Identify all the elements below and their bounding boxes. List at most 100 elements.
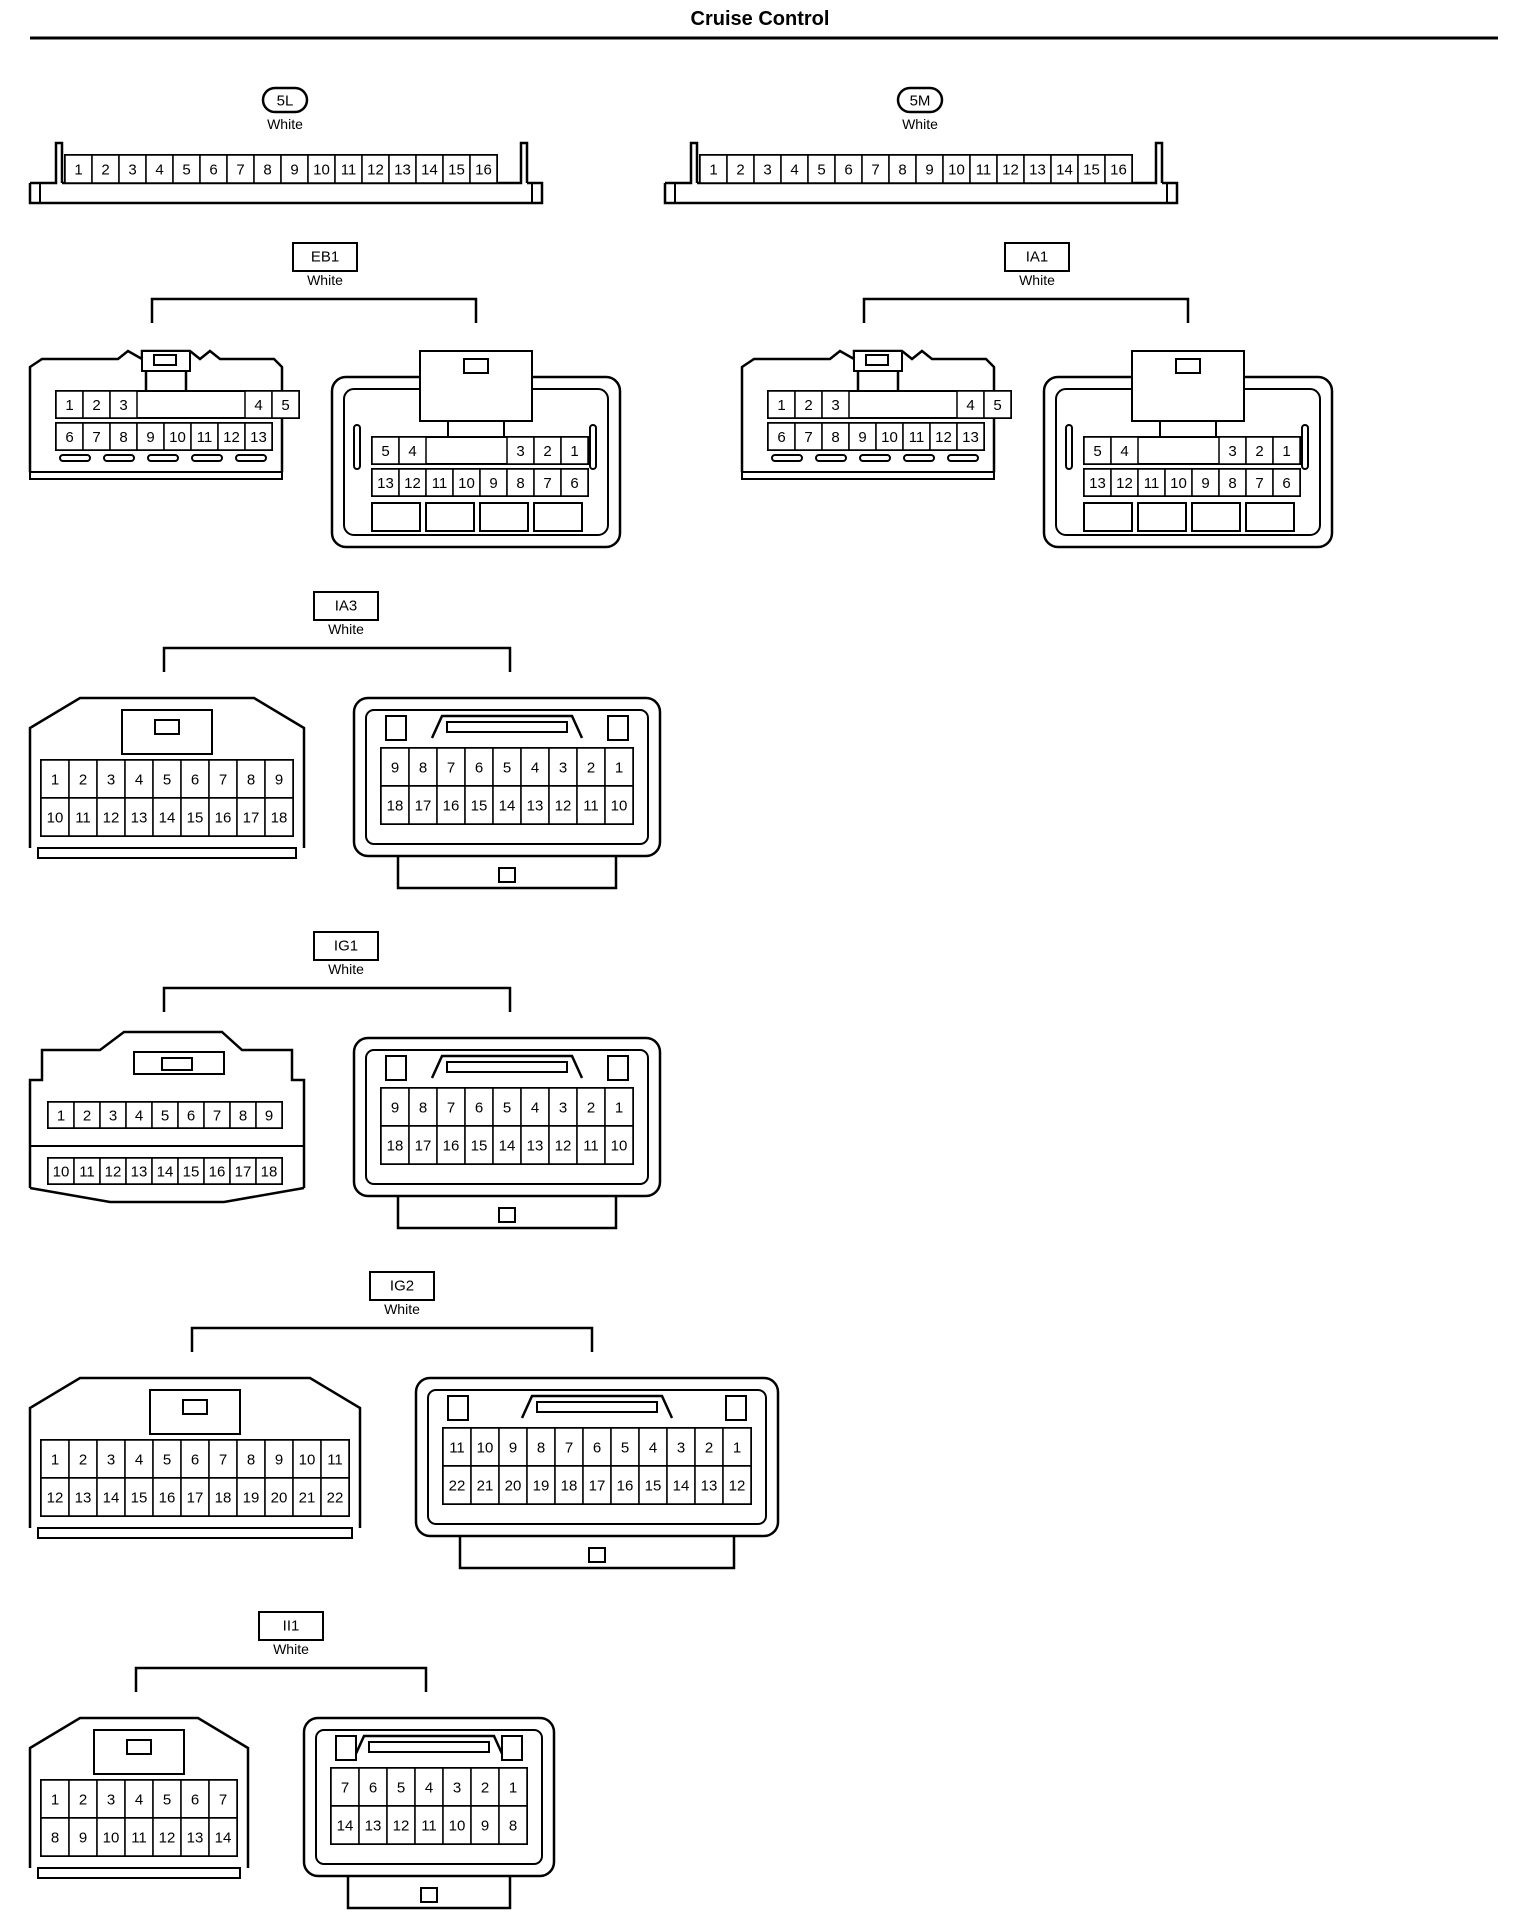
pin-cell — [125, 1101, 153, 1129]
pin-cell — [604, 1125, 634, 1165]
pin-cell — [1083, 436, 1112, 465]
connector-id: EB1 — [311, 249, 339, 266]
pin-number: 10 — [611, 1138, 628, 1155]
connector-color: White — [328, 621, 364, 637]
pin-number: 13 — [377, 475, 394, 492]
pin-cell — [442, 1427, 472, 1467]
view-bracket — [190, 1326, 594, 1352]
plug-foot — [29, 1186, 305, 1204]
pin-number: 3 — [109, 1108, 117, 1125]
pin-cell — [956, 422, 985, 451]
pin-number: 4 — [254, 397, 262, 414]
pin-number: 12 — [555, 1138, 572, 1155]
pin-cell — [452, 468, 481, 497]
pin-number: 5 — [163, 772, 171, 789]
pin-number: 7 — [92, 429, 100, 446]
pin-number: 6 — [191, 772, 199, 789]
connector-id-pill — [261, 86, 309, 114]
pin-cell — [55, 422, 84, 451]
pin-cell — [415, 154, 444, 184]
pin-number: 13 — [75, 1490, 92, 1507]
pin-cell — [442, 154, 471, 184]
pin-cell — [358, 1767, 388, 1807]
pin-number: 7 — [447, 1100, 455, 1117]
pin-cell — [229, 1101, 257, 1129]
pin-number: 11 — [79, 1164, 95, 1181]
socket-inner — [365, 709, 649, 845]
pin-number: 14 — [1056, 162, 1073, 179]
pin-number: 14 — [215, 1830, 232, 1847]
pin-number: 20 — [505, 1478, 522, 1495]
connector-color: White — [267, 116, 303, 132]
pin-cell — [492, 747, 522, 787]
pin-number: 10 — [47, 810, 64, 827]
pin-cell — [180, 1779, 210, 1819]
pin-cell — [124, 1779, 154, 1819]
connector-id: IG1 — [334, 938, 358, 955]
pin-number: 12 — [47, 1490, 64, 1507]
pin-number: 15 — [471, 798, 488, 815]
pin-cell — [40, 797, 70, 837]
socket-latch — [446, 1061, 568, 1073]
connector-id-box — [313, 591, 379, 621]
pin-number: 10 — [449, 1818, 466, 1835]
terminal-bay — [533, 502, 583, 532]
pin-number: 16 — [159, 1490, 176, 1507]
pin-number: 7 — [871, 162, 879, 179]
pin-cell — [271, 390, 300, 419]
pin-number: 2 — [1255, 443, 1263, 460]
pin-cell — [280, 154, 309, 184]
pin-number: 6 — [65, 429, 73, 446]
pin-cell — [124, 1439, 154, 1479]
pin-number: 13 — [527, 798, 544, 815]
pin-number: 11 — [421, 1818, 437, 1835]
pin-number: 12 — [1116, 475, 1133, 492]
pin-number: 11 — [1144, 475, 1160, 492]
pin-cell — [582, 1465, 612, 1505]
pin-cell — [956, 390, 985, 419]
socket-key — [385, 715, 407, 741]
plug-base — [29, 471, 283, 480]
socket-tail-key — [498, 1207, 516, 1223]
pin-cell — [722, 1465, 752, 1505]
pin-number: 7 — [213, 1108, 221, 1125]
pin-number: 13 — [131, 810, 148, 827]
pin-number: 1 — [709, 162, 717, 179]
pin-number: 21 — [299, 1490, 316, 1507]
pin-number: 13 — [131, 1164, 148, 1181]
pin-number: 18 — [387, 798, 404, 815]
pin-number: 13 — [527, 1138, 544, 1155]
plug-shell — [28, 696, 306, 848]
pin-number: 8 — [831, 429, 839, 446]
pin-number: 2 — [92, 397, 100, 414]
pin-cell — [1245, 436, 1274, 465]
pin-number: 2 — [79, 1792, 87, 1809]
pin-cell — [172, 154, 201, 184]
pin-cell — [73, 1157, 101, 1185]
latch-slot — [182, 1399, 208, 1415]
pin-number: 15 — [645, 1478, 662, 1495]
pin-number: 1 — [615, 1100, 623, 1117]
pin-number: 4 — [649, 1440, 657, 1457]
pin-cell — [638, 1465, 668, 1505]
pin-number: 6 — [1282, 475, 1290, 492]
pin-number: 9 — [290, 162, 298, 179]
pin-number: 13 — [962, 429, 979, 446]
pin-number: 9 — [858, 429, 866, 446]
pin-number: 18 — [271, 810, 288, 827]
latch-slot — [161, 1057, 193, 1071]
pin-cell — [442, 1465, 472, 1505]
pin-number: 3 — [677, 1440, 685, 1457]
pin-cell — [408, 1087, 438, 1127]
socket-key — [607, 1055, 629, 1081]
pin-number: 11 — [75, 810, 91, 827]
pin-number: 5 — [503, 1100, 511, 1117]
pin-cell — [244, 422, 273, 451]
pin-number: 8 — [239, 1108, 247, 1125]
pin-number: 1 — [65, 397, 73, 414]
pin-number: 6 — [191, 1452, 199, 1469]
